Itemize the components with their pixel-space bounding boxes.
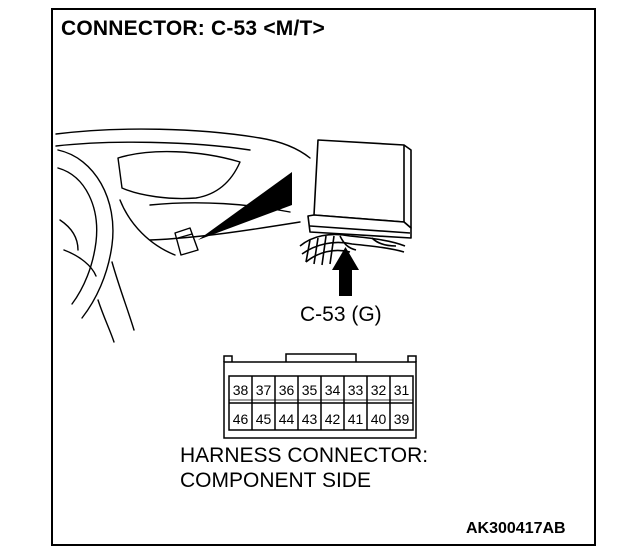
pin-number: 31 <box>394 382 410 398</box>
diagram-frame <box>51 8 596 546</box>
caption-line-2: COMPONENT SIDE <box>180 469 371 492</box>
pin-number: 44 <box>279 411 295 427</box>
pin-number: 33 <box>348 382 364 398</box>
pin-number: 37 <box>256 382 272 398</box>
pin-number: 42 <box>325 411 341 427</box>
caption-line-1: HARNESS CONNECTOR: <box>180 444 429 467</box>
pin-number: 45 <box>256 411 272 427</box>
pin-number: 36 <box>279 382 295 398</box>
pin-number: 46 <box>233 411 249 427</box>
dashboard-outline <box>55 128 311 343</box>
pointer-wedge <box>198 172 292 240</box>
pin-number: 43 <box>302 411 318 427</box>
pin-number: 32 <box>371 382 387 398</box>
diagram-title: CONNECTOR: C-53 <M/T> <box>61 17 326 40</box>
figure-code: AK300417AB <box>466 520 566 537</box>
harness-connector-face <box>223 353 417 439</box>
connector-caption: HARNESS CONNECTOR: COMPONENT SIDE <box>180 443 428 493</box>
connector-callout-label: C-53 (G) <box>300 303 382 326</box>
pin-row-top: 38 37 36 35 34 33 32 31 <box>233 382 410 398</box>
pin-number: 39 <box>394 411 410 427</box>
pin-number: 35 <box>302 382 318 398</box>
pin-number: 40 <box>371 411 387 427</box>
pin-number: 38 <box>233 382 249 398</box>
ecu-module <box>299 139 412 266</box>
arrow-icon <box>332 247 359 296</box>
pin-number: 34 <box>325 382 341 398</box>
pin-row-bottom: 46 45 44 43 42 41 40 39 <box>233 411 410 427</box>
pin-number: 41 <box>348 411 364 427</box>
